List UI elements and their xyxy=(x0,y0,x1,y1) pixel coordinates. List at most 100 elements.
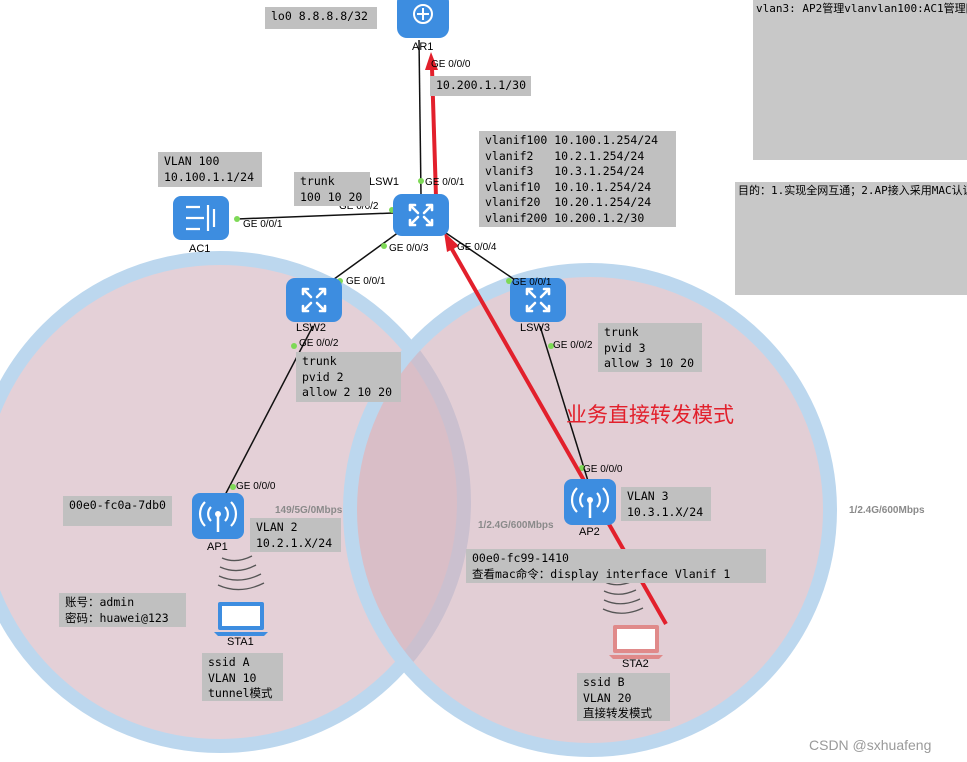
text-line: 直接转发模式 xyxy=(583,706,652,720)
ap1-radio-speed: 149/5G/0Mbps xyxy=(275,505,343,516)
text-line: 账号：admin xyxy=(65,595,135,609)
port-label-lsw2-ge002: GE 0/0/2 xyxy=(299,338,339,349)
text-line: ssid B xyxy=(583,675,625,689)
text-line: vlanif10 10.10.1.254/24 xyxy=(485,179,652,194)
ap1-mac-box: 00e0-fc0a-7db0 xyxy=(63,496,172,526)
port-label-lsw2-ge001: GE 0/0/1 xyxy=(346,276,386,287)
text-line: VLAN 20 xyxy=(583,690,632,705)
link-ac1-lsw1 xyxy=(236,212,394,220)
router-icon xyxy=(397,0,449,38)
port-label-lsw3-ge001: GE 0/0/1 xyxy=(512,277,552,288)
station-sta2[interactable] xyxy=(607,623,665,661)
switch-lsw1[interactable] xyxy=(392,193,450,237)
direct-forwarding-annotation: 业务直接转发模式 xyxy=(566,403,734,427)
router-ar1[interactable]: AR1 xyxy=(395,0,451,56)
port-label-ap1-ge000: GE 0/0/0 xyxy=(236,481,276,492)
red-arrowhead-ar1 xyxy=(425,52,438,70)
ac1-label: AC1 xyxy=(189,243,211,255)
text-line: VLAN 10 xyxy=(208,670,257,685)
port-label-ap2-ge000: GE 0/0/0 xyxy=(583,464,623,475)
lsw2-label: LSW2 xyxy=(296,322,326,334)
access-controller-icon xyxy=(173,196,229,240)
switch-lsw2[interactable] xyxy=(285,277,343,323)
lsw1-label: LSW1 xyxy=(369,176,399,188)
text-line: trunk xyxy=(604,325,639,339)
text-line: 10.3.1.X/24 xyxy=(627,504,704,519)
text-line: vlanif3 10.3.1.254/24 xyxy=(485,164,645,178)
ap2-radio-speed-right: 1/2.4G/600Mbps xyxy=(849,505,925,516)
text-line: trunk xyxy=(302,354,337,368)
ap1-signal-waves xyxy=(217,555,265,591)
text-line: 2.AP接入采用MAC认证； xyxy=(861,184,967,197)
lsw3-label: LSW3 xyxy=(520,322,550,334)
port-label-lsw1-ge001: GE 0/0/1 xyxy=(425,177,465,188)
access-point-ap2[interactable] xyxy=(563,478,617,526)
goals-box: 目的：1.实现全网互通；2.AP接入采用MAC认证；3.ssid A 的业务流量… xyxy=(735,182,967,295)
text-line: vlan100:AC1管理网段 xyxy=(870,2,967,15)
text-line: vlanif100 10.100.1.254/24 xyxy=(485,133,659,147)
vlan-notes-box: vlan3: AP2管理vlanvlan100:AC1管理网段 vlan10:业… xyxy=(753,0,967,160)
port-label-ar1-ge000: GE 0/0/0 xyxy=(431,59,471,70)
text-line: 10.200.1.1/30 xyxy=(436,78,527,92)
lo0-box: lo0 8.8.8.8/32 xyxy=(265,7,377,29)
link-ar1-lsw1 xyxy=(418,39,422,196)
text-line: pvid 3 xyxy=(604,340,646,355)
text-line: 密码：huawei@123 xyxy=(65,610,169,625)
switch-lsw3[interactable] xyxy=(509,277,567,323)
sta2-label: STA2 xyxy=(622,658,649,670)
text-line: 00e0-fc99-1410 xyxy=(472,551,569,565)
switch-icon xyxy=(286,278,342,322)
text-line: tunnel模式 xyxy=(208,686,273,700)
port-label-lsw1-ge003: GE 0/0/3 xyxy=(389,243,429,254)
text-line: vlanif2 10.2.1.254/24 xyxy=(485,148,645,163)
switch-icon xyxy=(393,194,449,236)
text-line: vlan3: AP2管理vlan xyxy=(756,2,871,15)
text-line: 查看mac命令：display interface Vlanif 1 xyxy=(472,566,731,581)
station-sta1[interactable] xyxy=(212,600,270,638)
text-line: VLAN 2 xyxy=(256,520,298,534)
controller-ac1[interactable] xyxy=(172,195,230,241)
text-line: 10.2.1.X/24 xyxy=(256,535,333,550)
access-point-ap1[interactable] xyxy=(191,492,245,540)
port-label-lsw3-ge002: GE 0/0/2 xyxy=(553,340,593,351)
watermark: CSDN @sxhuafeng xyxy=(809,737,932,753)
text-line: VLAN 100 xyxy=(164,154,220,168)
text-line: ssid A xyxy=(208,655,250,669)
port-label-lsw1-ge004: GE 0/0/4 xyxy=(457,242,497,253)
access-point-icon xyxy=(192,493,244,539)
text-line: VLAN 3 xyxy=(627,489,669,503)
port-label-ac1-ge001: GE 0/0/1 xyxy=(243,219,283,230)
switch-icon xyxy=(510,278,566,322)
red-arrowhead-lsw1 xyxy=(444,232,459,252)
link-lsw1-lsw2 xyxy=(329,231,400,283)
text-line: 1.实现全网互通； xyxy=(771,184,862,197)
text-line: lo0 8.8.8.8/32 xyxy=(271,9,368,23)
text-line: vlanif200 10.200.1.2/30 xyxy=(485,210,645,225)
link-lsw1-lsw3 xyxy=(445,232,519,283)
link-lsw3-ap2 xyxy=(539,325,589,482)
text-line: 目的： xyxy=(738,184,771,197)
device-label: AR1 xyxy=(412,41,434,53)
access-point-icon xyxy=(564,479,616,525)
ar1-ip-box: 10.200.1.1/30 xyxy=(430,76,531,96)
text-line: vlanif20 10.20.1.254/24 xyxy=(485,195,652,209)
laptop-icon xyxy=(609,625,663,659)
text-line: trunk xyxy=(300,174,335,188)
text-line: 100 10 20 xyxy=(300,189,363,204)
text-line: allow 2 10 20 xyxy=(302,385,393,399)
text-line: allow 3 10 20 xyxy=(604,356,695,370)
ap2-radio-speed-left: 1/2.4G/600Mbps xyxy=(478,520,554,531)
laptop-icon xyxy=(214,602,268,636)
